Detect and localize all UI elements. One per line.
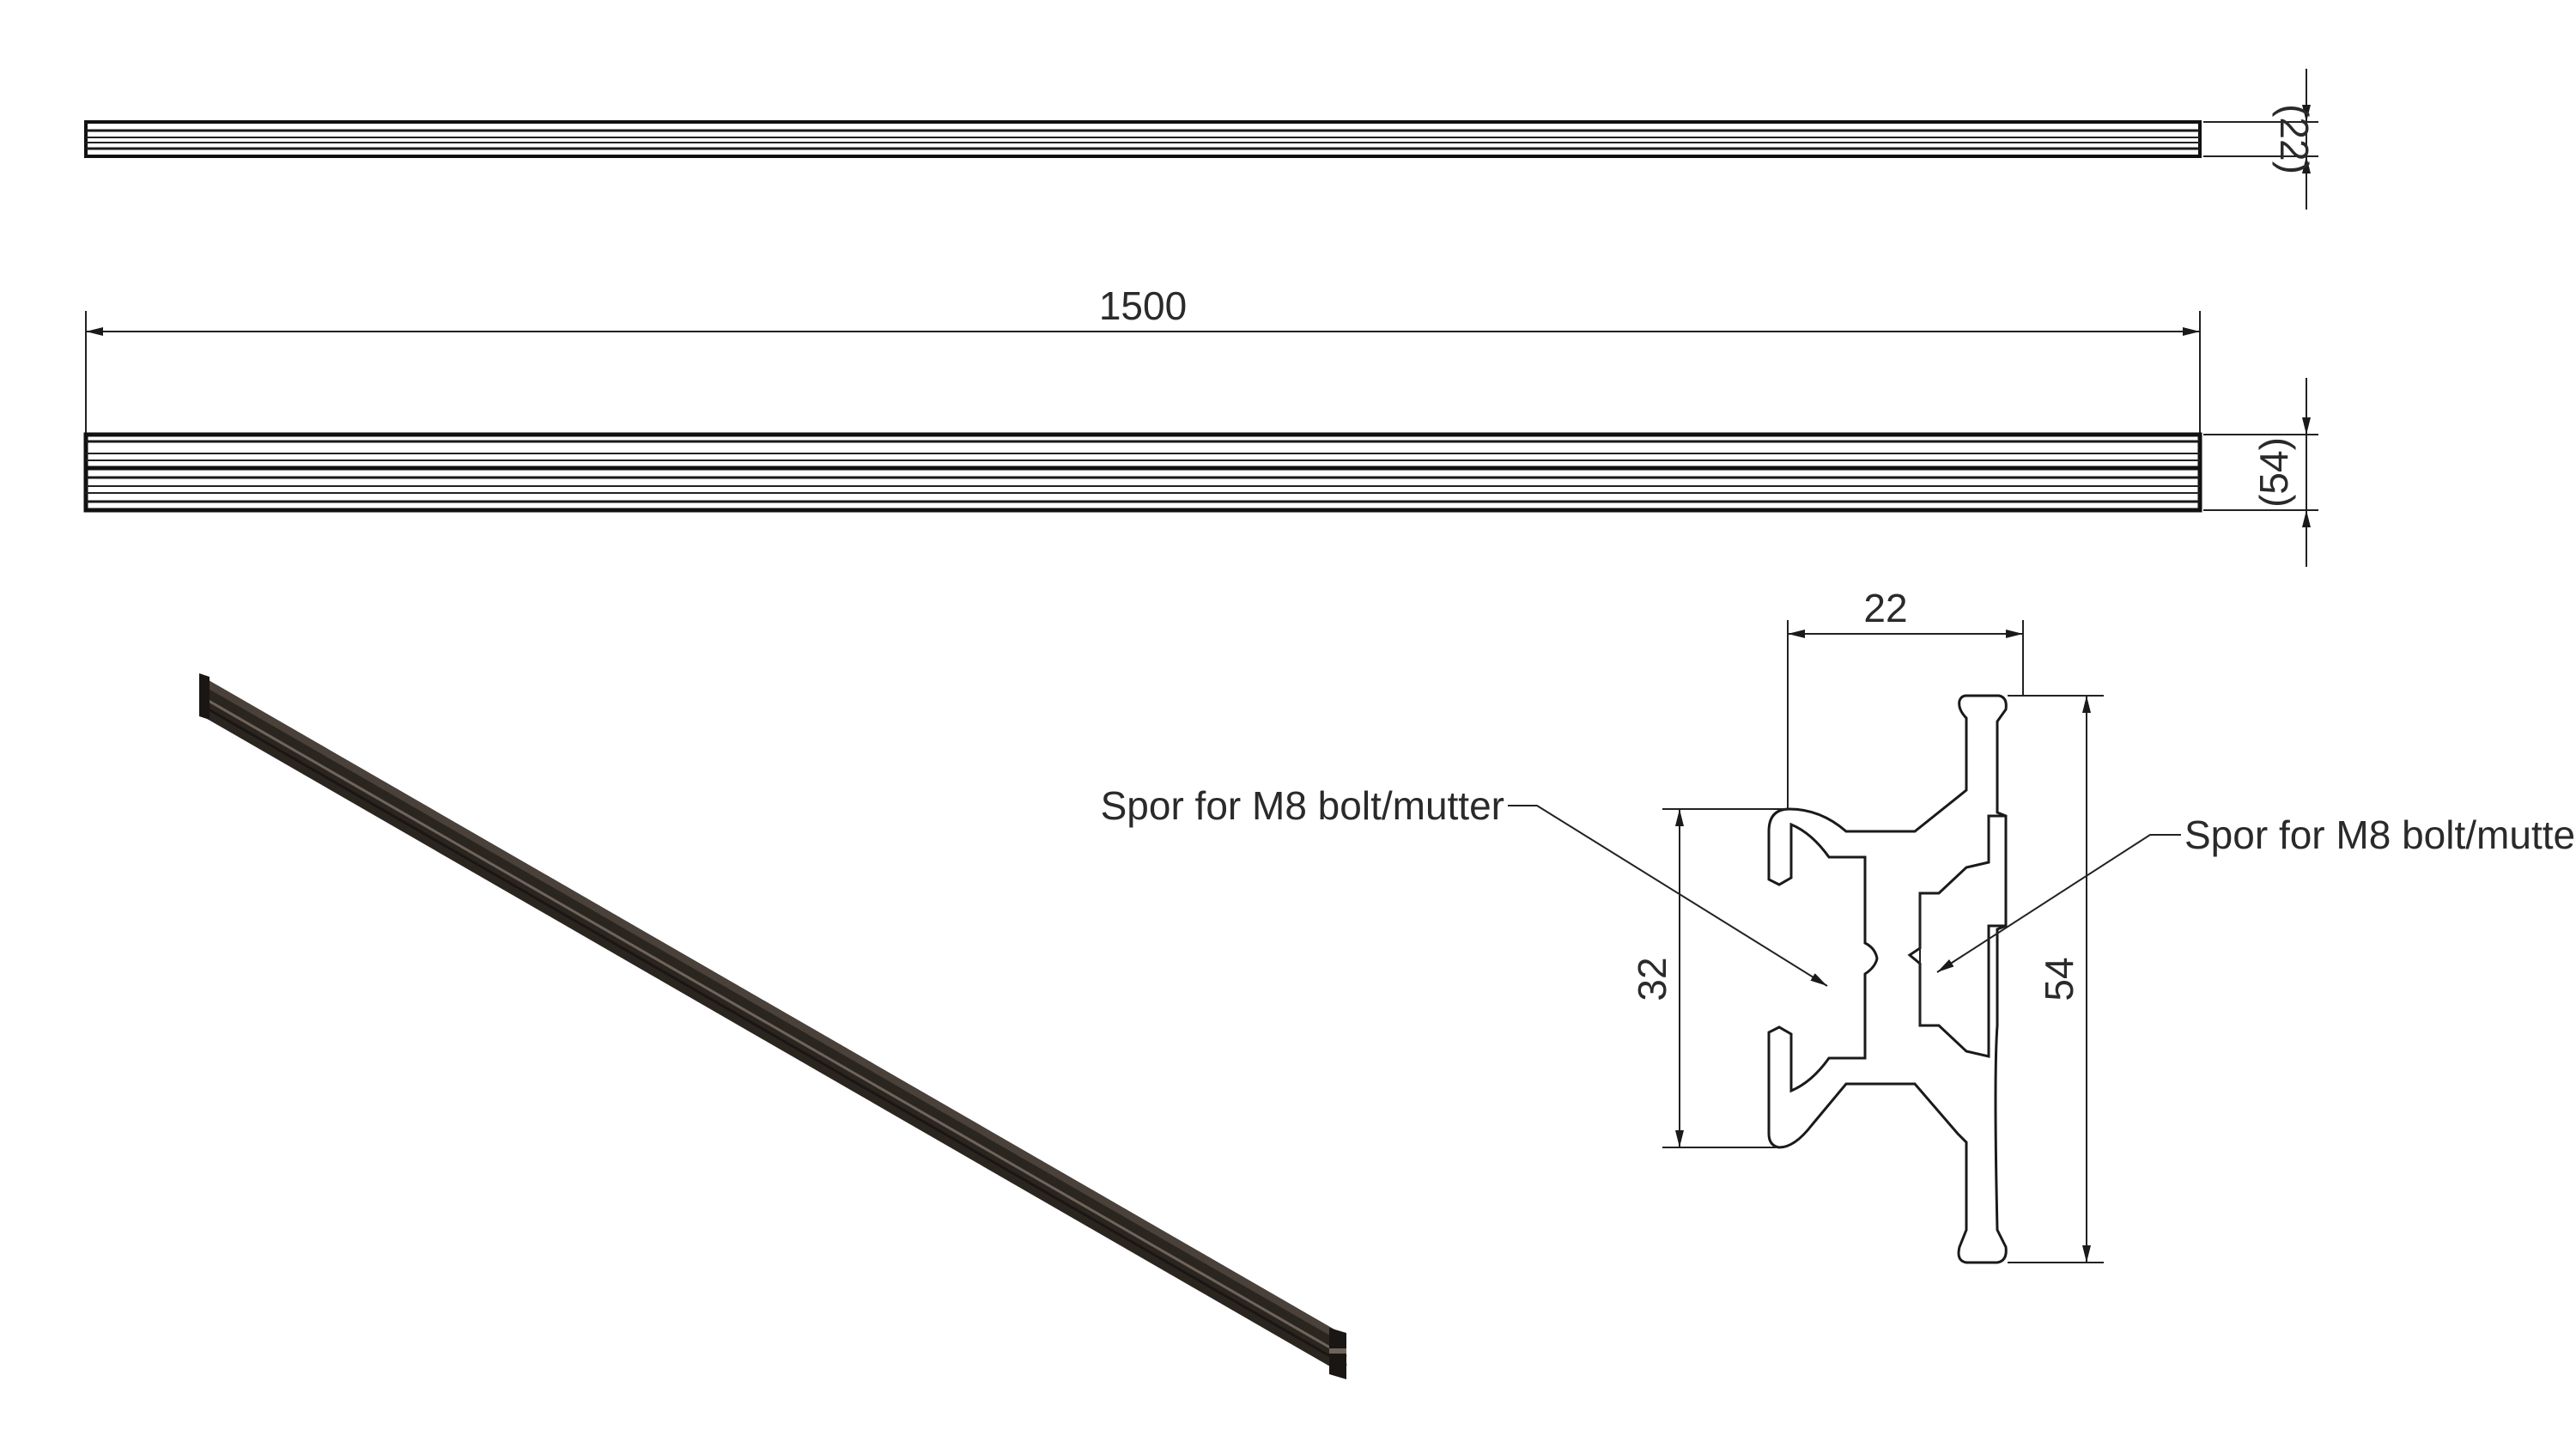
cross-section: 22 54 32 xyxy=(1508,586,2181,1264)
callout-left-label: Spor for M8 bolt/mutter xyxy=(1101,783,1504,828)
section-slot-height-label: 32 xyxy=(1630,957,1674,1001)
top-view: (22) xyxy=(84,69,2318,210)
side-view: (54) xyxy=(83,378,2318,567)
section-width-label: 22 xyxy=(1863,586,1907,630)
section-profile-outline xyxy=(1767,694,2008,1264)
callout-right-label: Spor for M8 bolt/mutter xyxy=(2184,812,2576,857)
length-label: 1500 xyxy=(1099,283,1187,328)
side-view-height-label: (54) xyxy=(2251,437,2296,508)
top-view-height-label: (22) xyxy=(2272,104,2317,174)
section-height-label: 54 xyxy=(2037,957,2081,1001)
length-dimension: 1500 xyxy=(85,283,2201,436)
isometric-rail xyxy=(199,673,1347,1379)
